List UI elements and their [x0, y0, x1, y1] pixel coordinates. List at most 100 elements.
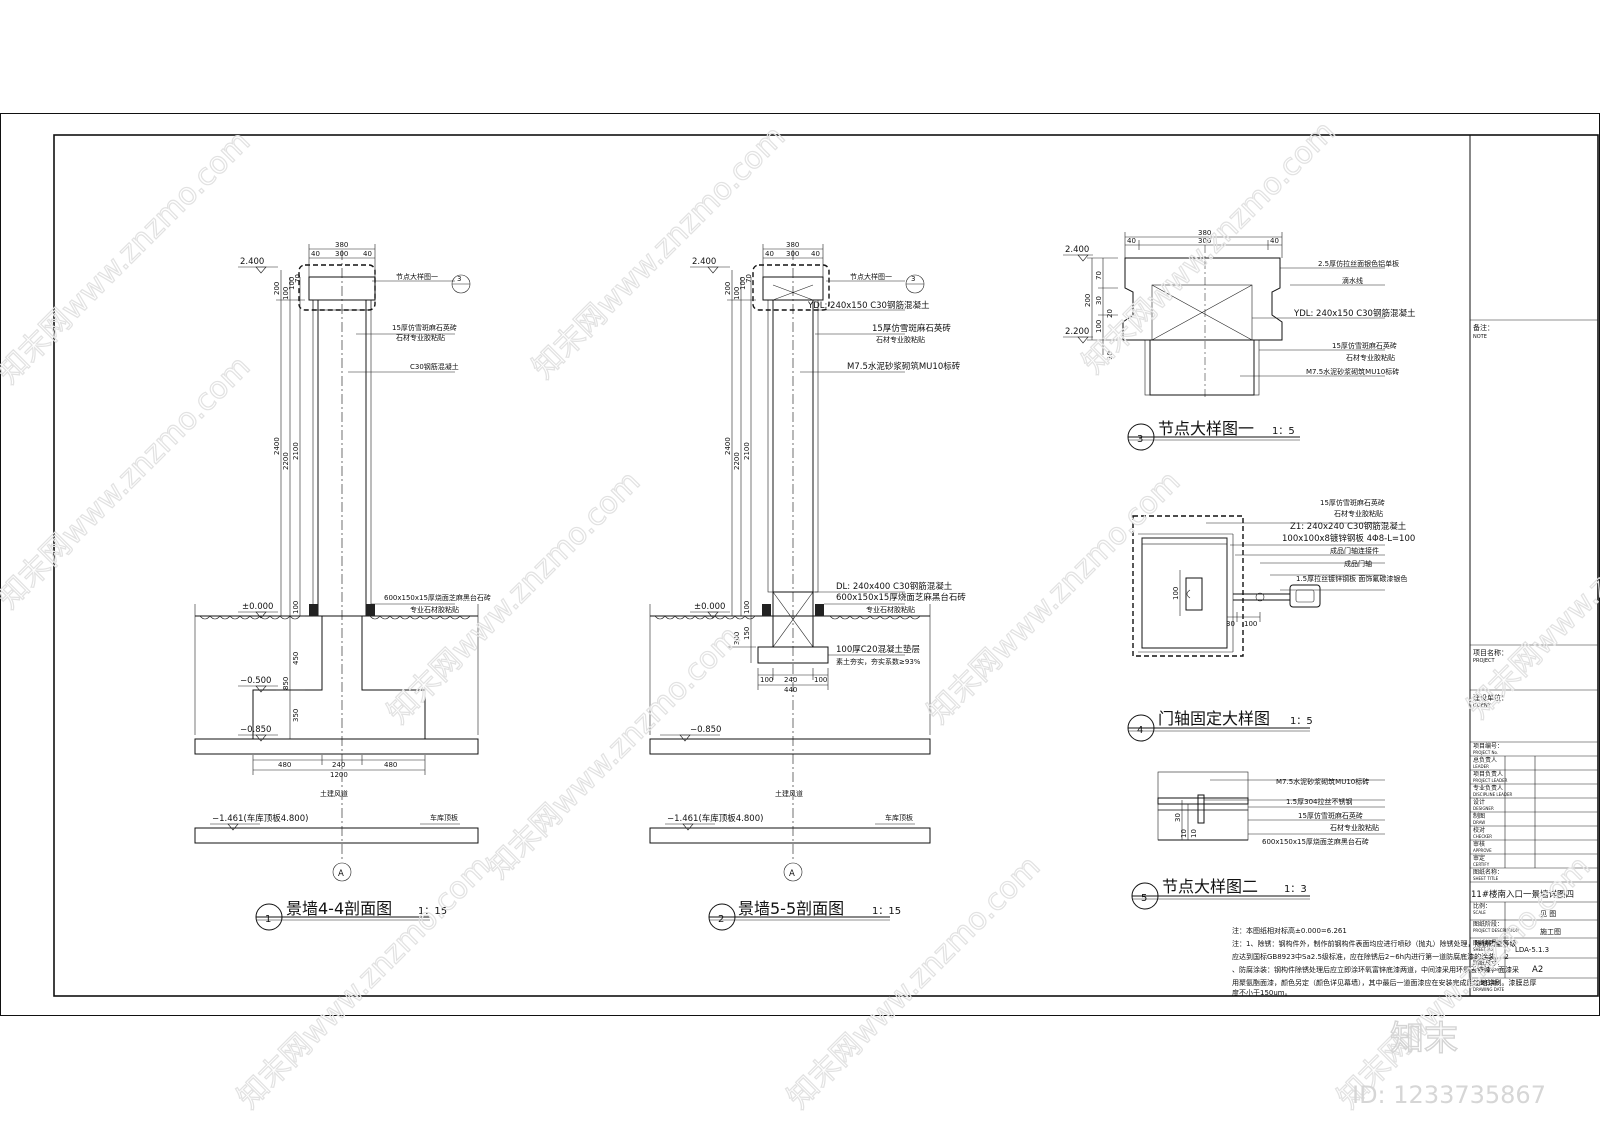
- drawing-5-node-detail-2: 30 10 10 M7.5水泥砂浆砌筑MU10标砖 1.5厚304拉丝不锈钢 1…: [1131, 771, 1385, 910]
- tb-stage-val: 施工图: [1540, 927, 1561, 936]
- d2-dim-top-b: 300: [786, 250, 799, 258]
- d4-note1: 15厚仿雪斑麻石英砖: [1320, 498, 1385, 507]
- note-line-6: 度不小于150um。: [1232, 988, 1292, 997]
- d1-b-240: 240: [332, 761, 345, 769]
- d1-v-2200: 2200: [282, 452, 290, 470]
- d4-h-30: 30: [1226, 620, 1235, 628]
- d4-title: 门轴固定大样图: [1158, 709, 1270, 728]
- d1-elev-zero: ±0.000: [242, 602, 273, 612]
- tb-remarks-en: NOTE: [1473, 334, 1487, 340]
- d5-v-30: 30: [1174, 813, 1182, 822]
- d2-v-2200: 2200: [733, 452, 741, 470]
- d2-node-ref: 节点大样图一: [850, 272, 892, 281]
- tb-client-cn: 建设单位：: [1473, 693, 1508, 702]
- tb-stage-en: PROJECT DESCRIPTION: [1473, 928, 1519, 933]
- tb-scale-cn: 比例：: [1473, 902, 1491, 910]
- d2-note-dl: DL: 240x400 C30钢筋混凝土: [836, 581, 953, 592]
- tb-row-2-en: PROJECT LEADER: [1473, 778, 1508, 783]
- d1-note-stone1: 15厚仿雪斑麻石英砖: [392, 323, 457, 332]
- tb-stage-cn: 图纸阶段：: [1473, 920, 1503, 928]
- d2-scale: 1：15: [872, 906, 901, 917]
- d2-elev-m1461: −1.461(车库顶板4.800): [667, 813, 763, 824]
- tb-size-en: Drawing size: [1473, 967, 1499, 972]
- d3-note2: 滴水线: [1342, 276, 1363, 285]
- d4-v-100: 100: [1172, 587, 1180, 600]
- tb-row-5-cn: 制图: [1473, 812, 1485, 820]
- d2-v-100b: 100: [739, 277, 747, 290]
- d1-elev-top: 2.400: [240, 257, 264, 267]
- drawing-1-section-4-4: 380 40 300 40 2.400 ±0.000 −0.500 −0.850…: [194, 241, 491, 931]
- d1-channel: 土建风道: [320, 789, 348, 798]
- d3-dim-top-total: 380: [1198, 229, 1211, 237]
- d1-v-70: 70: [294, 274, 302, 283]
- tb-scale-val: 见 图: [1540, 910, 1556, 918]
- watermark-text-11: 知末网www.znzmo.com: [1461, 459, 1600, 725]
- d2-v-150: 150: [743, 627, 751, 640]
- tb-row-0-cn: 项目编号：: [1473, 742, 1503, 750]
- d2-b-100a: 100: [760, 676, 773, 684]
- d1-elev-m1461: −1.461(车库顶板4.800): [212, 813, 308, 824]
- d1-node-ref: 节点大样图一: [396, 272, 438, 281]
- d4-note4: 100x100x8镀锌钢板 4Φ8-L=100: [1282, 533, 1415, 544]
- tb-row-1-en: LEADER: [1473, 764, 1489, 769]
- d4-note6: 成品门轴: [1344, 559, 1372, 568]
- d1-v-100c: 100: [292, 601, 300, 614]
- d2-v-70: 70: [745, 274, 753, 283]
- d3-v-200: 200: [1084, 294, 1092, 307]
- d1-v-2100: 2100: [292, 442, 300, 460]
- tb-row-2-cn: 项目负责人: [1473, 770, 1503, 778]
- d2-title: 景墙5-5剖面图: [738, 899, 844, 918]
- d1-title: 景墙4-4剖面图: [286, 899, 392, 918]
- inner-frame: [53, 134, 1599, 997]
- tb-row-6-en: CHECKER: [1473, 834, 1492, 839]
- tb-client-en: CLIENT: [1473, 703, 1492, 709]
- drawing-2-section-5-5: 380 40 300 40 2.400 ±0.000 −0.850 −1.461…: [649, 241, 966, 931]
- d3-dim-top-c: 40: [1270, 237, 1279, 245]
- tb-project-en: PROJECT: [1473, 658, 1496, 664]
- d3-note5: 石材专业胶粘贴: [1346, 353, 1395, 362]
- d2-v-300: 300: [733, 632, 741, 645]
- watermark-text-3: 知末网www.znzmo.com: [231, 849, 497, 1115]
- watermark-brand: 知末: [1390, 1019, 1458, 1059]
- d5-note5: 600x150x15厚烧面芝麻黑台石砖: [1262, 837, 1369, 846]
- d1-dim-top-c: 40: [363, 250, 372, 258]
- d2-b-440: 440: [784, 686, 797, 694]
- d2-axis: A: [789, 869, 795, 879]
- note-line-3: 应达到国标GB8923中Sa2.5级标准，应在除锈后2~6h内进行第一道防腐底漆…: [1232, 952, 1509, 961]
- tb-row-4-cn: 设计: [1473, 798, 1485, 806]
- d5-v-10a: 10: [1180, 829, 1188, 838]
- d2-slab: 车库顶板: [885, 813, 913, 822]
- tb-row-3-en: DISCIPLINE LEADER: [1473, 792, 1512, 797]
- tb-remarks-cn: 备注：: [1473, 323, 1494, 332]
- d4-h-100: 100: [1244, 620, 1257, 628]
- d1-b-1200: 1200: [330, 771, 348, 779]
- d1-v-200: 200: [273, 282, 281, 295]
- d1-v-100a: 100: [282, 287, 290, 300]
- tb-project-cn: 项目名称：: [1473, 648, 1508, 657]
- tb-size-cn: 图纸尺寸：: [1473, 959, 1503, 967]
- d2-v-100c: 100: [743, 601, 751, 614]
- tb-sheet-title-cn: 图纸名称：: [1473, 868, 1503, 876]
- d1-slab: 车库顶板: [430, 813, 458, 822]
- d2-note-cap1: 600x150x15厚烧面芝麻黑台石砖: [836, 592, 966, 603]
- tb-num-val: LDA-5.1.3: [1515, 946, 1549, 954]
- watermark-text-9: 知末网www.znzmo.com: [1076, 114, 1342, 380]
- d1-node-num: 3: [457, 275, 461, 283]
- watermark-text-6: 知末网www.znzmo.com: [481, 619, 747, 885]
- d2-b-240: 240: [784, 676, 797, 684]
- watermark-text-1: 知末网www.znzmo.com: [0, 124, 257, 390]
- d1-v-350: 350: [292, 709, 300, 722]
- d2-num: 2: [718, 914, 724, 925]
- tb-scale-en: SCALE: [1473, 910, 1486, 915]
- d2-note-cap2: 专业石材胶粘贴: [866, 605, 915, 614]
- d2-v-100a: 100: [733, 287, 741, 300]
- tb-num-en: SHEET No.: [1473, 947, 1494, 952]
- d3-title: 节点大样图一: [1158, 419, 1254, 438]
- d2-elev-top: 2.400: [692, 257, 716, 267]
- tb-row-7-cn: 审核: [1473, 840, 1485, 848]
- d1-dim-top-b: 300: [335, 250, 348, 258]
- d3-dim-top-b: 300: [1198, 237, 1211, 245]
- tb-row-5-en: DRAW: [1473, 820, 1485, 825]
- d2-note-c20: 100厚C20混凝土垫层: [836, 644, 920, 655]
- d3-note3: YDL: 240x150 C30钢筋混凝土: [1293, 308, 1416, 319]
